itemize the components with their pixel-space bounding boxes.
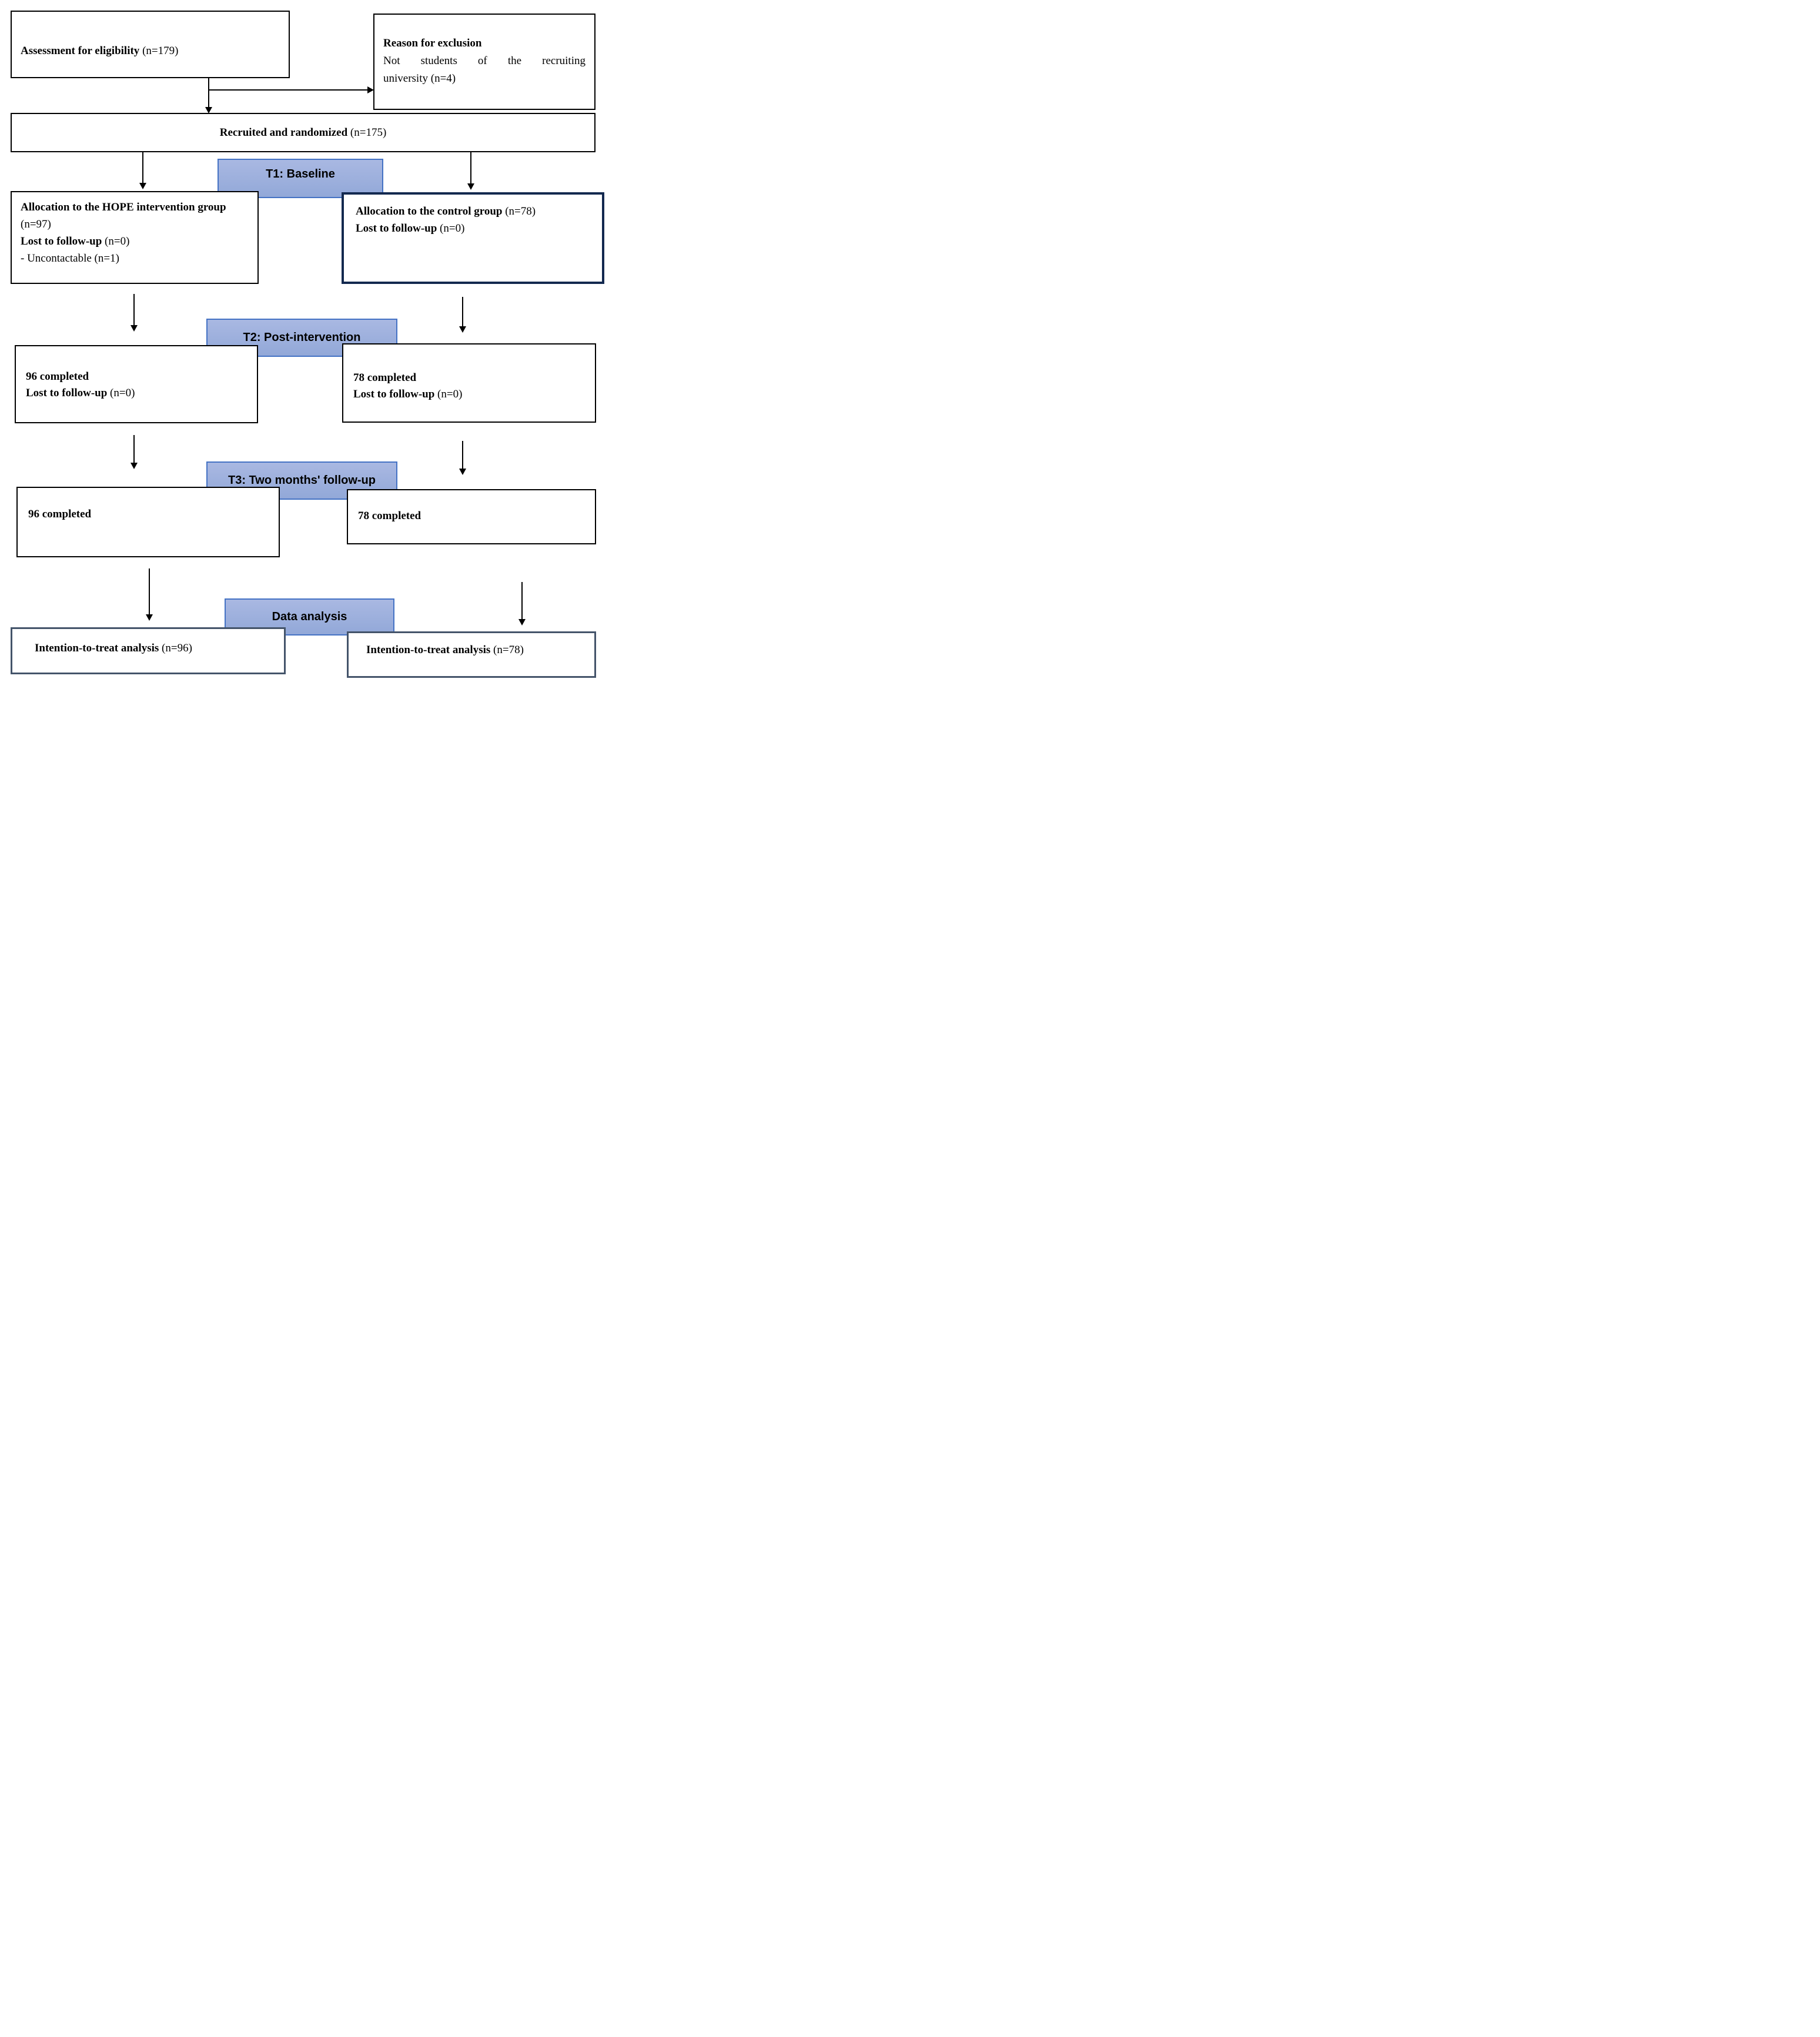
t2-banner-label: T2: Post-intervention — [243, 331, 361, 344]
control-allocation-line1: Allocation to the control group (n=78) — [356, 205, 536, 218]
exclusion-title: Reason for exclusion — [383, 37, 482, 49]
t2-control-line2: Lost to follow-up (n=0) — [353, 388, 463, 400]
arrow-t2-to-t3-left — [131, 435, 138, 469]
exclusion-reason-line1: Not students of the recruiting — [383, 55, 586, 67]
arrow-control-to-t2 — [459, 297, 466, 333]
exclusion-box: Reason for exclusion Not students of the… — [373, 14, 595, 110]
consort-flow-diagram: T1: Baseline T2: Post-intervention T3: T… — [0, 0, 607, 679]
t2-intervention-line2: Lost to follow-up (n=0) — [26, 387, 135, 399]
itt-control-line1: Intention-to-treat analysis (n=78) — [366, 644, 524, 656]
arrow-t3-to-analysis-right — [518, 582, 526, 626]
t2-control-line1: 78 completed — [353, 372, 417, 384]
t1-banner-label: T1: Baseline — [266, 168, 335, 180]
t3-intervention-box: 96 completed — [16, 487, 280, 557]
arrow-recruited-to-control — [467, 152, 474, 190]
t2-intervention-box: 96 completed Lost to follow-up (n=0) — [15, 345, 258, 423]
hope-allocation-box: Allocation to the HOPE intervention grou… — [11, 191, 259, 284]
t2-control-box: 78 completed Lost to follow-up (n=0) — [342, 343, 596, 423]
itt-intervention-line1: Intention-to-treat analysis (n=96) — [35, 642, 192, 654]
arrow-hope-to-t2 — [131, 294, 138, 332]
hope-allocation-line2: (n=97) — [21, 218, 51, 230]
t3-intervention-line1: 96 completed — [28, 508, 92, 520]
assessment-text: Assessment for eligibility (n=179) — [21, 45, 179, 57]
recruited-randomized-box: Recruited and randomized (n=175) — [11, 113, 595, 152]
t2-intervention-line1: 96 completed — [26, 370, 89, 383]
t3-banner-label: T3: Two months' follow-up — [228, 474, 376, 487]
arrow-t3-to-analysis-left — [146, 568, 153, 621]
hope-allocation-line1: Allocation to the HOPE intervention grou… — [21, 201, 226, 213]
t3-control-line1: 78 completed — [358, 510, 421, 522]
hope-allocation-line3: Lost to follow-up (n=0) — [21, 235, 130, 247]
exclusion-reason-line2: university (n=4) — [383, 72, 456, 85]
t3-control-box: 78 completed — [347, 489, 596, 544]
arrow-recruited-to-hope — [139, 152, 146, 189]
itt-intervention-box: Intention-to-treat analysis (n=96) — [11, 627, 286, 674]
recruited-text: Recruited and randomized (n=175) — [219, 126, 387, 139]
arrow-assessment-to-recruited — [205, 78, 212, 113]
arrow-branch-to-exclusion — [209, 86, 374, 93]
control-allocation-box: Allocation to the control group (n=78) L… — [342, 192, 604, 284]
hope-allocation-line4: - Uncontactable (n=1) — [21, 252, 119, 265]
itt-control-box: Intention-to-treat analysis (n=78) — [347, 631, 596, 678]
control-allocation-line2: Lost to follow-up (n=0) — [356, 222, 465, 235]
data-analysis-banner-label: Data analysis — [272, 610, 347, 623]
arrow-t2-to-t3-right — [459, 441, 466, 475]
assessment-box: Assessment for eligibility (n=179) — [11, 11, 290, 78]
